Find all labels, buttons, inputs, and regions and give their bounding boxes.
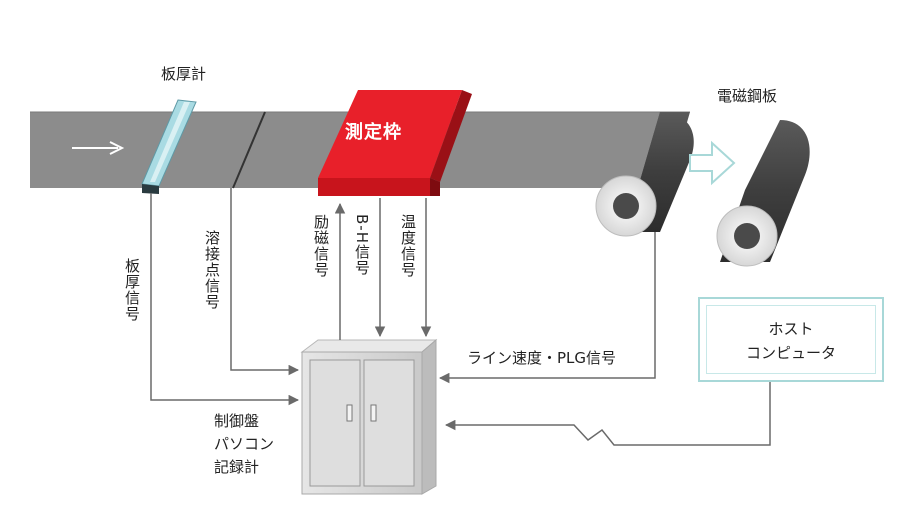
thickness-signal-line (150, 193, 300, 406)
host-communication-line (444, 382, 771, 446)
roll-1 (595, 112, 694, 237)
transfer-arrow-icon (689, 140, 736, 186)
line-speed-signal-line (438, 232, 656, 384)
roll-2 (716, 120, 810, 267)
control-panel-label-line2: パソコン (214, 435, 275, 453)
weld-point-signal-label: 溶接点信号 (203, 230, 221, 310)
measuring-frame-label: 測定枠 (345, 122, 402, 143)
strip-direction-arrow (72, 141, 125, 155)
host-computer-label-line2: コンピュータ (745, 344, 836, 362)
weld-signal-line (230, 188, 300, 376)
line-speed-signal-label: ライン速度・PLG信号 (467, 349, 617, 367)
host-computer-label: ホスト コンピュータ (700, 317, 882, 365)
measuring-frame (318, 90, 472, 196)
steel-sheet-label: 電磁鋼板 (717, 87, 778, 105)
control-cabinet (300, 338, 438, 495)
bh-signal-label: B-H信号 (353, 214, 371, 276)
excitation-signal-label: 励磁信号 (312, 214, 330, 278)
host-computer-inner-border (706, 305, 876, 374)
control-panel-label: 制御盤 パソコン 記録計 (214, 410, 274, 479)
control-panel-label-line3: 記録計 (214, 458, 260, 476)
thickness-gauge-label: 板厚計 (161, 65, 207, 83)
host-computer-box: ホスト コンピュータ (698, 297, 884, 382)
temperature-signal-label: 温度信号 (399, 214, 417, 278)
host-computer-label-line1: ホスト (768, 320, 814, 338)
thickness-gauge (141, 99, 197, 194)
control-panel-label-line1: 制御盤 (214, 412, 260, 430)
weld-line (232, 111, 266, 189)
thickness-signal-label: 板厚信号 (123, 258, 141, 322)
